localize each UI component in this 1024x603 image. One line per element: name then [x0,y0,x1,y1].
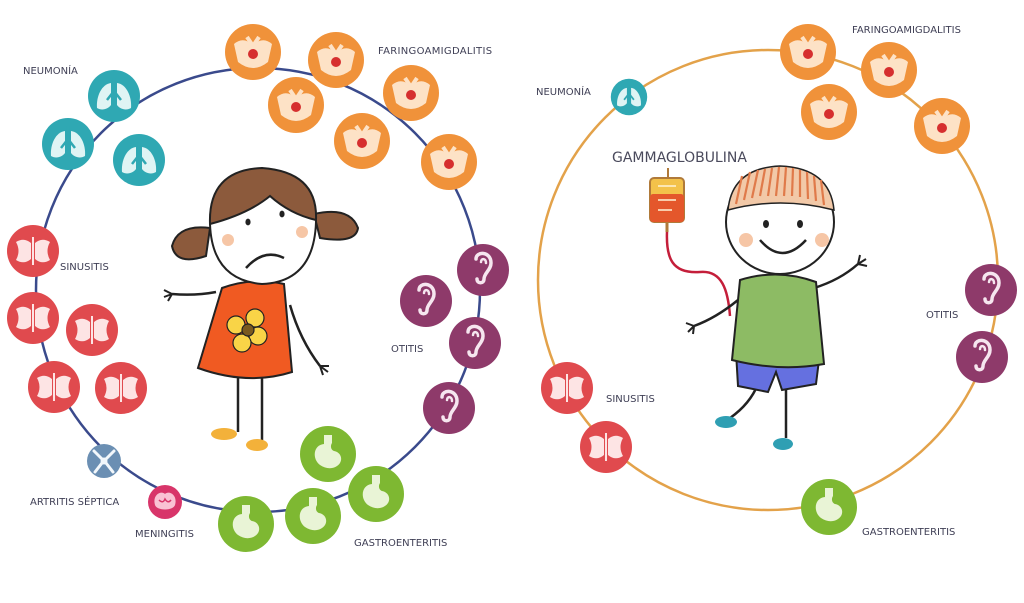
label-sinusitis-left: SINUSITIS [60,262,109,273]
stomach-icon [801,479,857,535]
ear-icon [455,242,511,298]
label-gastroenteritis-left: GASTROENTERITIS [354,538,447,549]
label-meningitis: MENINGITIS [135,529,194,540]
ear-icon [954,329,1010,385]
throat-icon [419,132,479,192]
lungs-icon [111,132,167,188]
ear-icon [421,380,477,436]
throat-icon [381,63,441,123]
stomach-icon [300,426,356,482]
label-faringoamigdalitis-right: FARINGOAMIGDALITIS [852,25,961,36]
label-otitis-left: OTITIS [391,344,423,355]
throat-icon [332,111,392,171]
label-neumonia-left: NEUMONÍA [23,64,78,77]
throat-icon [306,30,366,90]
stomach-icon [218,496,274,552]
throat-icon [859,40,919,100]
sinus-icon [27,360,81,414]
label-gastroenteritis-right: GASTROENTERITIS [862,527,955,538]
throat-icon [778,22,838,82]
sinus-icon [6,291,60,345]
left-panel: FARINGOAMIGDALITIS NEUMONÍA SINUSITIS OT… [6,22,511,552]
stomach-icon [348,466,404,522]
brain-icon [147,484,183,520]
throat-icon [223,22,283,82]
label-gammaglobulina: GAMMAGLOBULINA [612,150,747,166]
ear-icon [447,315,503,371]
lungs-icon [40,116,96,172]
sinus-icon [579,420,633,474]
sinus-icon [94,361,148,415]
throat-icon [912,96,972,156]
lungs-icon [86,68,142,124]
label-otitis-right: OTITIS [926,310,958,321]
sinus-icon [540,361,594,415]
label-sinusitis-right: SINUSITIS [606,394,655,405]
label-artritis-septica: ARTRITIS SÉPTICA [30,495,119,508]
ear-icon [963,262,1019,318]
sad-girl-illustration [163,166,360,451]
throat-icon [266,75,326,135]
iv-bag-icon [649,168,732,317]
right-panel: FARINGOAMIGDALITIS NEUMONÍA GAMMAGLOBULI… [536,22,1019,538]
sinus-icon [6,224,60,278]
label-neumonia-right: NEUMONÍA [536,85,591,98]
lungs-icon [609,77,649,117]
flower-icon [226,308,268,353]
ear-icon [398,273,454,329]
throat-icon [799,82,859,142]
stomach-icon [285,488,341,544]
label-faringoamigdalitis-left: FARINGOAMIGDALITIS [378,46,492,57]
happy-boy-illustration [685,165,868,450]
joint-icon [85,442,123,480]
sinus-icon [65,303,119,357]
